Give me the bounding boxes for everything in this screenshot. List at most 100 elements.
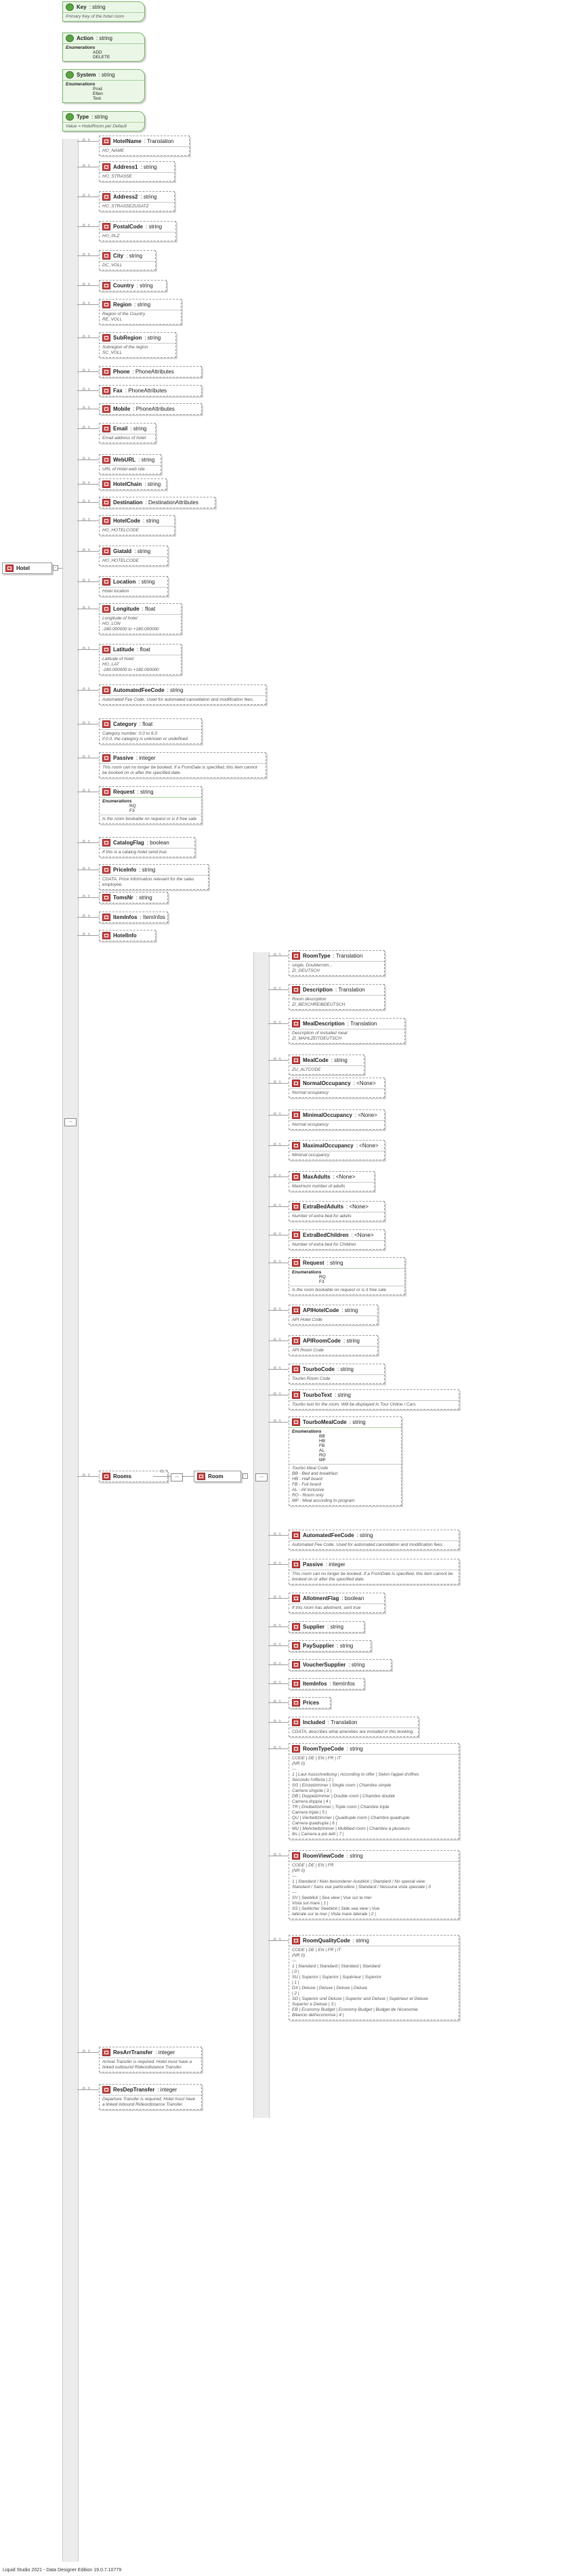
node-header: MaximalOccupancy: <None> (289, 1141, 384, 1151)
room-sequence-compositor-icon[interactable]: ⋯ (255, 1473, 268, 1481)
node-description: Automated Fee Code. Used for automated c… (289, 1540, 459, 1549)
element-maxadults[interactable]: MaxAdults: <None>Maximum number of adult… (289, 1171, 375, 1191)
connector (77, 459, 99, 460)
cardinality: 0..1 (274, 1174, 281, 1179)
cardinality: 0..1 (274, 1307, 281, 1312)
element-icon (292, 1020, 300, 1027)
cardinality: 0..1 (274, 1112, 281, 1117)
node-type: : <None> (354, 1112, 377, 1118)
node-name: TomsNr (113, 895, 133, 901)
element-vouchersupplier[interactable]: VoucherSupplier: string (289, 1659, 392, 1671)
node-header: VoucherSupplier: string (289, 1660, 391, 1670)
element-supplier[interactable]: Supplier: string (289, 1621, 364, 1633)
element-phone[interactable]: Phone: PhoneAttributes (99, 366, 202, 377)
node-type: : PhoneAttributes (125, 388, 167, 394)
node-name: Country (113, 283, 134, 289)
node-header: MaxAdults: <None> (289, 1172, 374, 1182)
connector (77, 484, 99, 485)
element-paysupplier[interactable]: PaySupplier: string (289, 1640, 371, 1652)
element-iteminfos[interactable]: ItemInfos: ItemInfos (289, 1678, 364, 1690)
node-header: HotelInfo (100, 931, 155, 941)
element-fax[interactable]: Fax: PhoneAttributes (99, 385, 202, 396)
sequence-compositor-icon[interactable]: ⋯ (64, 1118, 77, 1126)
element-iteminfos[interactable]: ItemInfos: ItemInfos (99, 912, 168, 923)
node-header: System: string (63, 70, 144, 80)
element-icon (102, 252, 110, 260)
node-name: Included (303, 1719, 325, 1725)
element-prices[interactable]: Prices (289, 1697, 331, 1709)
element-hotelchain[interactable]: HotelChain: string (99, 478, 167, 490)
node-header: Address2: string (100, 192, 174, 202)
element-country[interactable]: Country: string (99, 280, 167, 291)
element-destination[interactable]: Destination: DestinationAttributes (99, 497, 215, 508)
node-type: : DestinationAttributes (145, 499, 198, 506)
element-normaloccupancy[interactable]: NormalOccupancy: <None>Normal occupancy (289, 1078, 385, 1098)
element-rooms[interactable]: Rooms (99, 1471, 168, 1482)
element-icon (292, 1173, 300, 1181)
element-maximaloccupancy[interactable]: MaximalOccupancy: <None>Minimal occupanc… (289, 1140, 385, 1160)
element-extrabedchildren[interactable]: ExtraBedChildren: <None>Number of extra … (289, 1229, 385, 1250)
element-mobile[interactable]: Mobile: PhoneAttributes (99, 403, 202, 415)
expand-toggle[interactable]: - (243, 1473, 248, 1479)
element-minimaloccupancy[interactable]: MinimalOccupancy: <None>Normal occupancy (289, 1109, 385, 1130)
element-tomsnr[interactable]: TomsNr: string (99, 892, 168, 903)
enumerations-label: Enumerations (102, 799, 132, 804)
element-hotelinfo[interactable]: HotelInfo (99, 930, 156, 941)
cardinality: 0..1 (274, 987, 281, 991)
root-hotel-node[interactable]: Hotel (2, 563, 52, 574)
room-node[interactable]: Room (194, 1471, 241, 1482)
cardinality: 0..1 (274, 1143, 281, 1147)
cardinality: 0..1 (83, 2049, 90, 2054)
element-icon (102, 687, 110, 694)
connector (77, 520, 99, 521)
rooms-sequence-icon[interactable]: ⋯ (171, 1473, 183, 1481)
node-description: HO_HOTELCODE (100, 556, 167, 565)
element-extrabedadults[interactable]: ExtraBedAdults: <None>Number of extra be… (289, 1201, 385, 1221)
